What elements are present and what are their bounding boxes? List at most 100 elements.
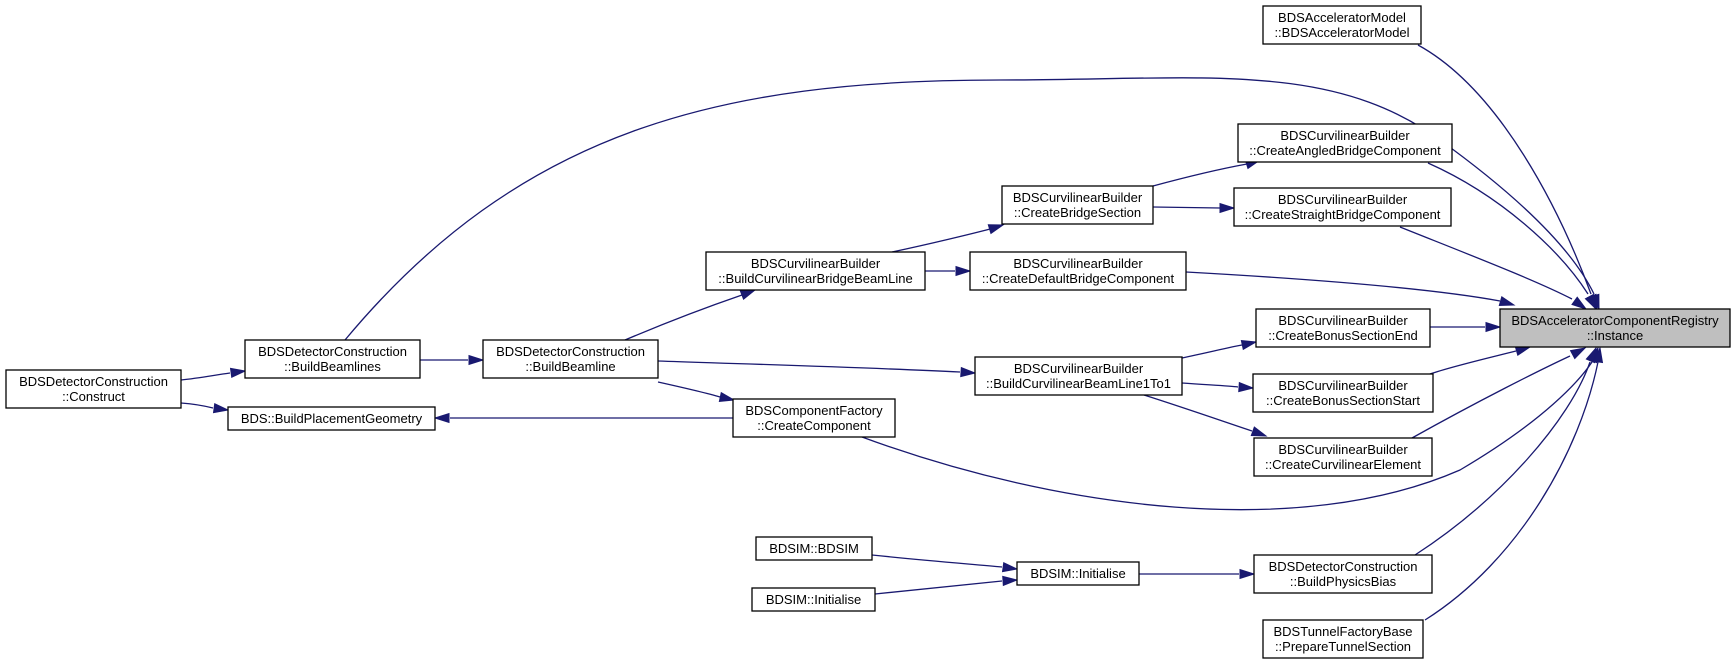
edge-arrowhead xyxy=(1485,321,1502,333)
edge-line xyxy=(344,77,1595,341)
node-box xyxy=(1255,308,1431,348)
node-label-line: ::Construct xyxy=(62,389,125,404)
node-label-line: BDSComponentFactory xyxy=(745,403,883,418)
node-construct[interactable]: BDSDetectorConstruction::Construct xyxy=(5,369,182,409)
edge-arrowhead xyxy=(718,391,736,403)
node-box xyxy=(5,369,182,409)
node-placementgeom[interactable]: BDS::BuildPlacementGeometry xyxy=(227,406,436,431)
node-box xyxy=(1237,123,1453,163)
node-bridgesection[interactable]: BDSCurvilinearBuilder::CreateBridgeSecti… xyxy=(1001,185,1154,225)
edge-line xyxy=(1181,382,1239,388)
node-accmodel[interactable]: BDSAcceleratorModel::BDSAcceleratorModel xyxy=(1262,5,1422,45)
edge-line xyxy=(1143,394,1253,432)
node-label-line: BDSAcceleratorModel xyxy=(1278,10,1406,25)
edge-arrowhead xyxy=(1584,293,1597,311)
edge-line xyxy=(1414,361,1591,556)
node-box xyxy=(974,356,1183,396)
node-label-line: ::Instance xyxy=(1587,328,1643,343)
node-label-line: BDSCurvilinearBuilder xyxy=(1278,192,1408,207)
node-label-line: BDSCurvilinearBuilder xyxy=(1013,256,1143,271)
node-label-line: BDSCurvilinearBuilder xyxy=(1278,313,1408,328)
node-registry[interactable]: BDSAcceleratorComponentRegistry::Instanc… xyxy=(1499,308,1731,348)
edge-line xyxy=(180,372,231,381)
node-label-line: ::BDSAcceleratorModel xyxy=(1274,25,1409,40)
node-bdsimctor[interactable]: BDSIM::BDSIM xyxy=(755,536,873,561)
edge-arrowhead xyxy=(1002,575,1019,587)
node-label-line: ::PrepareTunnelSection xyxy=(1275,639,1411,654)
node-box xyxy=(1233,187,1452,227)
node-box xyxy=(1499,308,1731,348)
node-curvelement[interactable]: BDSCurvilinearBuilder::CreateCurvilinear… xyxy=(1253,437,1433,477)
edge-line xyxy=(657,360,961,373)
node-box xyxy=(732,398,896,438)
edge-line xyxy=(891,228,991,253)
node-box xyxy=(1262,619,1424,659)
edge-line xyxy=(1427,162,1589,295)
node-label-line: BDSDetectorConstruction xyxy=(19,374,168,389)
node-box xyxy=(1253,554,1433,594)
edge-arrowhead xyxy=(1514,345,1532,356)
edge-arrowhead xyxy=(739,289,757,301)
node-buildbridgebeam[interactable]: BDSCurvilinearBuilder::BuildCurvilinearB… xyxy=(705,251,926,291)
node-box xyxy=(705,251,926,291)
edge-line xyxy=(1152,163,1248,187)
edge-arrowhead xyxy=(1219,202,1236,214)
edges-layer xyxy=(180,44,1604,621)
edge-line xyxy=(1417,44,1592,295)
edge-arrowhead xyxy=(1585,346,1597,364)
edge-arrowhead xyxy=(987,224,1005,235)
node-label-line: BDS::BuildPlacementGeometry xyxy=(241,411,423,426)
node-label-line: BDSAcceleratorComponentRegistry xyxy=(1511,313,1719,328)
node-tunnelsection[interactable]: BDSTunnelFactoryBase::PrepareTunnelSecti… xyxy=(1262,619,1424,659)
edge-line xyxy=(1424,361,1599,621)
edge-line xyxy=(1429,350,1517,375)
node-label-line: BDSDetectorConstruction xyxy=(496,344,645,359)
node-bonusstart[interactable]: BDSCurvilinearBuilder::CreateBonusSectio… xyxy=(1252,373,1434,413)
node-box xyxy=(751,587,876,612)
edge-arrowhead xyxy=(1240,339,1258,351)
node-label-line: ::CreateBonusSectionEnd xyxy=(1268,328,1418,343)
node-label-line: ::CreateComponent xyxy=(757,418,871,433)
node-physicsbias[interactable]: BDSDetectorConstruction::BuildPhysicsBia… xyxy=(1253,554,1433,594)
node-label-line: BDSCurvilinearBuilder xyxy=(1013,190,1143,205)
edge-arrowhead xyxy=(1592,346,1604,364)
node-buildbeamline[interactable]: BDSDetectorConstruction::BuildBeamline xyxy=(482,339,659,379)
edge-line xyxy=(657,381,721,398)
node-label-line: BDSIM::Initialise xyxy=(1030,566,1125,581)
node-buildbeamlines[interactable]: BDSDetectorConstruction::BuildBeamlines xyxy=(244,339,421,379)
node-box xyxy=(1253,437,1433,477)
node-box xyxy=(755,536,873,561)
node-defaultbridge[interactable]: BDSCurvilinearBuilder::CreateDefaultBrid… xyxy=(969,251,1187,291)
edge-line xyxy=(871,554,1003,568)
edge-line xyxy=(861,361,1593,511)
edge-arrowhead xyxy=(1239,568,1256,580)
node-bdsiminit[interactable]: BDSIM::Initialise xyxy=(1016,561,1140,586)
node-label-line: ::CreateDefaultBridgeComponent xyxy=(982,271,1175,286)
node-label-line: BDSDetectorConstruction xyxy=(258,344,407,359)
node-label-line: ::BuildPhysicsBias xyxy=(1290,574,1397,589)
edge-line xyxy=(1152,206,1221,209)
node-angledbridge[interactable]: BDSCurvilinearBuilder::CreateAngledBridg… xyxy=(1237,123,1453,163)
node-label-line: BDSCurvilinearBuilder xyxy=(1278,378,1408,393)
edge-arrowhead xyxy=(1569,347,1587,360)
node-straightbridge[interactable]: BDSCurvilinearBuilder::CreateStraightBri… xyxy=(1233,187,1452,227)
node-box xyxy=(1252,373,1434,413)
node-label-line: ::BuildCurvilinearBridgeBeamLine xyxy=(718,271,912,286)
edge-line xyxy=(1411,355,1571,439)
node-createcomponent[interactable]: BDSComponentFactory::CreateComponent xyxy=(732,398,896,438)
node-label-line: ::CreateStraightBridgeComponent xyxy=(1245,207,1441,222)
edge-line xyxy=(874,580,1003,595)
edge-arrowhead xyxy=(1571,296,1588,310)
edge-arrowhead xyxy=(1250,426,1268,437)
node-label-line: ::BuildBeamlines xyxy=(284,359,381,374)
node-buildbeamline1to1[interactable]: BDSCurvilinearBuilder::BuildCurvilinearB… xyxy=(974,356,1183,396)
node-label-line: ::CreateBonusSectionStart xyxy=(1266,393,1420,408)
node-label-line: BDSCurvilinearBuilder xyxy=(751,256,881,271)
node-label-line: BDSCurvilinearBuilder xyxy=(1278,442,1408,457)
edge-line xyxy=(1181,344,1243,359)
edge-line xyxy=(1399,226,1573,300)
node-bdsiminit2[interactable]: BDSIM::Initialise xyxy=(751,587,876,612)
node-bonusend[interactable]: BDSCurvilinearBuilder::CreateBonusSectio… xyxy=(1255,308,1431,348)
node-box xyxy=(1262,5,1422,45)
